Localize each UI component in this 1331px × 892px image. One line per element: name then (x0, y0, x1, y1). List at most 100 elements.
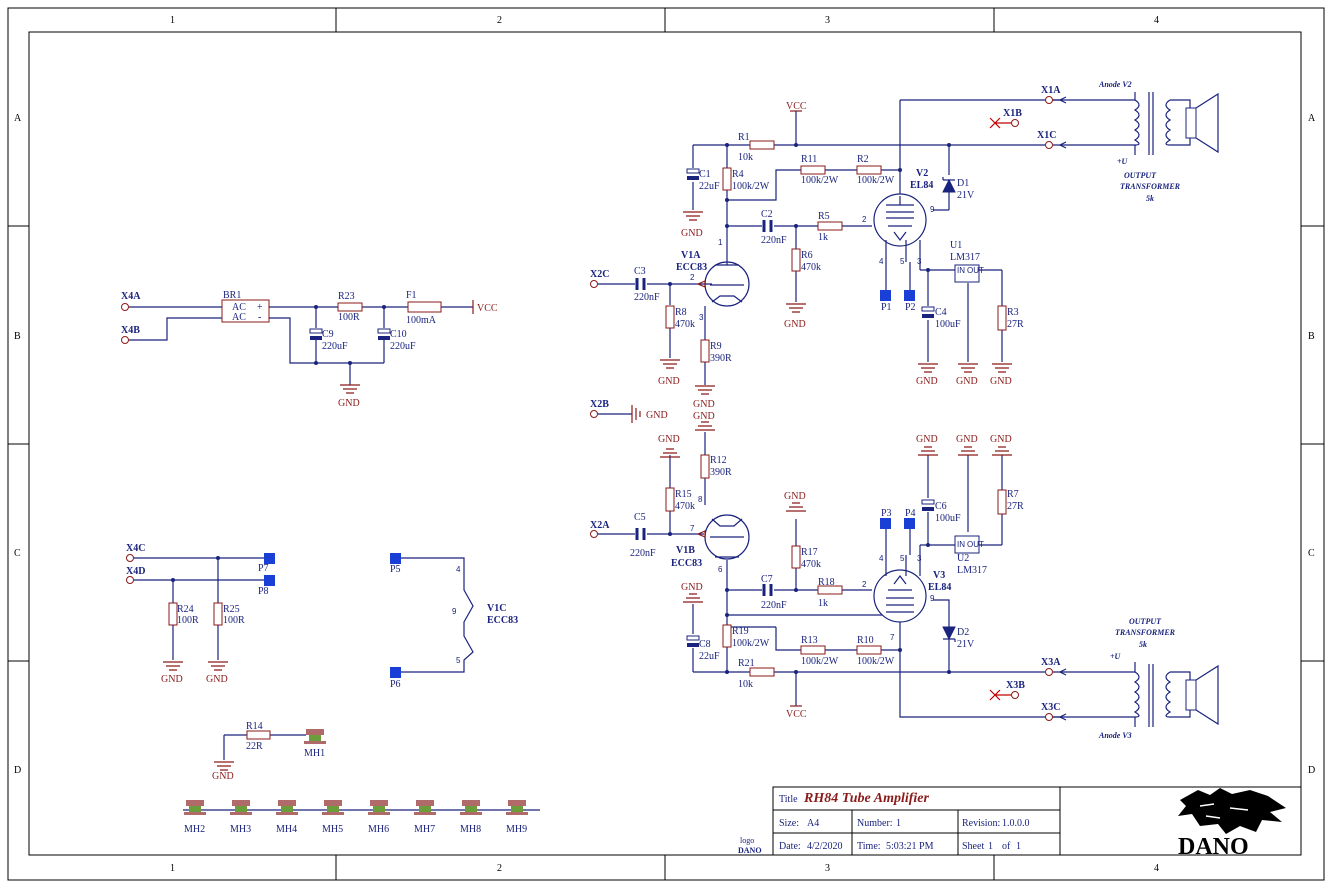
resistor-r9[interactable] (700, 339, 710, 363)
capacitor-c10[interactable] (377, 328, 391, 340)
connector-x2a[interactable] (590, 530, 598, 538)
label-c2: C2 (761, 209, 773, 220)
resistor-r8[interactable] (665, 305, 675, 329)
net-gnd-r8: GND (658, 376, 680, 387)
fuse-f1[interactable] (407, 301, 442, 313)
resistor-r2[interactable] (856, 165, 882, 175)
resistor-r23[interactable] (337, 302, 363, 312)
resistor-r6[interactable] (791, 248, 801, 272)
net-gnd-r17: GND (784, 491, 806, 502)
resistor-r13[interactable] (800, 645, 826, 655)
mounting-hole-mh6[interactable] (368, 800, 390, 815)
pad-p1[interactable] (880, 290, 891, 301)
connector-x4b[interactable] (121, 336, 129, 344)
net-gnd-r12: GND (693, 411, 715, 422)
zener-d1[interactable] (942, 178, 956, 193)
value-r25: 100R (223, 615, 245, 626)
resistor-r25[interactable] (213, 602, 223, 626)
connector-x4c[interactable] (126, 554, 134, 562)
lower-channel: GND GND R12 390R R15 470k X2A C5 220nF V… (590, 411, 1062, 720)
label-mh9: MH9 (506, 824, 527, 835)
net-gnd-r15: GND (658, 434, 680, 445)
pad-p5[interactable] (390, 553, 401, 564)
label-p1: P1 (881, 302, 892, 313)
resistor-r11[interactable] (800, 165, 826, 175)
resistor-r14[interactable] (246, 730, 271, 740)
capacitor-c4[interactable] (921, 306, 935, 318)
value-f1: 100mA (406, 315, 437, 326)
of-label: of (1002, 841, 1011, 852)
pad-p4[interactable] (904, 518, 915, 529)
resistor-r17[interactable] (791, 545, 801, 569)
capacitor-c8[interactable] (686, 635, 700, 647)
resistor-r19[interactable] (722, 624, 732, 648)
regulator-u1[interactable] (954, 264, 980, 283)
resistor-r4[interactable] (722, 167, 732, 191)
resistor-r18[interactable] (817, 585, 843, 595)
label-r7: R7 (1007, 489, 1019, 500)
grid-dividers (8, 8, 1324, 880)
label-x2c: X2C (590, 269, 609, 280)
mounting-hole-mh2[interactable] (184, 800, 206, 815)
resistor-r12[interactable] (700, 454, 710, 479)
value-c5: 220nF (630, 548, 656, 559)
label-mh6: MH6 (368, 824, 389, 835)
bridge-rectifier-br1[interactable] (221, 299, 270, 323)
mounting-hole-mh4[interactable] (276, 800, 298, 815)
top-u-label: +U (1117, 157, 1129, 166)
mounting-hole-mh8[interactable] (460, 800, 482, 815)
connector-x1a[interactable] (1045, 96, 1053, 104)
resistor-r21[interactable] (749, 667, 775, 677)
regulator-u2[interactable] (954, 535, 980, 554)
label-c4: C4 (935, 307, 947, 318)
mounting-hole-mh7[interactable] (414, 800, 436, 815)
value-r21: 10k (738, 679, 753, 690)
label-r11: R11 (801, 154, 817, 165)
power-supply-section: X4A X4B BR1 AC AC + - R23 100R F1 100mA … (121, 290, 498, 409)
resistor-r15[interactable] (665, 487, 675, 512)
pad-p3[interactable] (880, 518, 891, 529)
connector-x3c[interactable] (1045, 713, 1053, 721)
value-r10: 100k/2W (857, 656, 895, 667)
connector-x3a[interactable] (1045, 668, 1053, 676)
resistor-r24[interactable] (168, 602, 178, 626)
resistor-r1[interactable] (749, 140, 775, 150)
pad-p7[interactable] (264, 553, 275, 564)
date-value: 4/2/2020 (807, 841, 843, 852)
resistor-r5[interactable] (817, 221, 843, 231)
capacitor-c9[interactable] (309, 328, 323, 340)
net-gnd-r25: GND (206, 674, 228, 685)
mounting-hole-mh5[interactable] (322, 800, 344, 815)
label-r2: R2 (857, 154, 869, 165)
connector-x3b[interactable] (1011, 691, 1019, 699)
connector-x4d[interactable] (126, 576, 134, 584)
svg-text:5: 5 (456, 656, 461, 665)
mounting-hole-mh3[interactable] (230, 800, 252, 815)
capacitor-c3[interactable] (635, 278, 646, 290)
mounting-hole-mh9[interactable] (506, 800, 528, 815)
value-c10: 220uF (390, 341, 416, 352)
capacitor-c1[interactable] (686, 168, 700, 180)
connector-x1b[interactable] (1011, 119, 1019, 127)
tube-v2-el84[interactable] (873, 193, 927, 247)
tube-v3-el84[interactable] (873, 569, 927, 623)
resistor-r10[interactable] (856, 645, 882, 655)
capacitor-c6[interactable] (921, 499, 935, 511)
connector-x2c[interactable] (590, 280, 598, 288)
pad-p8[interactable] (264, 575, 275, 586)
connector-x2b[interactable] (590, 410, 598, 418)
size-value: A4 (807, 818, 819, 829)
zener-d2[interactable] (942, 626, 956, 641)
resistor-r7[interactable] (997, 489, 1007, 515)
resistor-r3[interactable] (997, 305, 1007, 331)
capacitor-c2[interactable] (762, 220, 773, 232)
label-d2: D2 (957, 627, 969, 638)
pad-p6[interactable] (390, 667, 401, 678)
capacitor-c5[interactable] (635, 528, 646, 540)
connector-x1c[interactable] (1045, 141, 1053, 149)
label-mh8: MH8 (460, 824, 481, 835)
mounting-hole-mh1[interactable] (304, 729, 326, 744)
connector-x4a[interactable] (121, 303, 129, 311)
pad-p2[interactable] (904, 290, 915, 301)
capacitor-c7[interactable] (762, 584, 773, 596)
